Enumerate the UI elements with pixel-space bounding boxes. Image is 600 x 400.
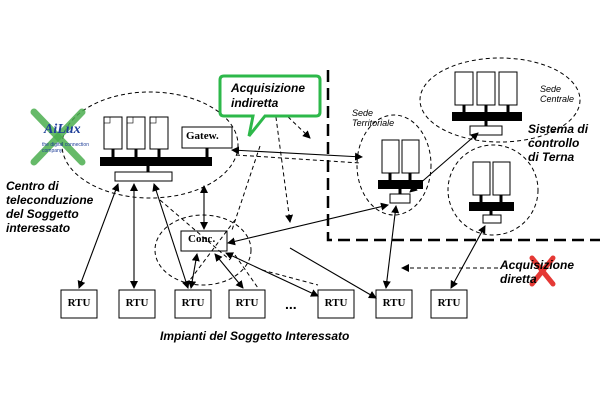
- rtu-label: RTU: [67, 297, 91, 309]
- logo-tagline: the digital connection company: [42, 142, 89, 154]
- centro-label-line1: Centro di: [6, 179, 59, 193]
- sistema-line2: controllo: [528, 136, 580, 150]
- impianti-label: Impianti del Soggetto Interessato: [160, 329, 350, 343]
- callout-bubble: [218, 74, 322, 137]
- rtu-boxes: [60, 289, 468, 319]
- sede-centrale-line1: Sede: [540, 84, 562, 94]
- rtu-label: RTU: [382, 297, 406, 309]
- acquisizione-diretta-line1: Acquisizione: [500, 258, 575, 272]
- acquisizione-indiretta-line2: indiretta: [231, 96, 279, 110]
- sede-centrale-line2: Centrale: [540, 94, 575, 104]
- sede-territoriale-line2: Territoriale: [352, 118, 395, 128]
- rtu-label: RTU: [324, 297, 348, 309]
- logo-name: AiLux: [44, 122, 81, 137]
- sede-territoriale-line1: Sede: [352, 108, 374, 118]
- sede-centrale-ellipse: [419, 57, 581, 143]
- centro-label-line4: interessato: [6, 221, 71, 235]
- gateway-label: Gatew.: [186, 130, 219, 142]
- rtu-label: RTU: [181, 297, 205, 309]
- acquisizione-indiretta-line1: Acquisizione: [231, 81, 306, 95]
- conc-label: Conc.: [188, 233, 216, 245]
- gateway-box: [181, 126, 233, 149]
- sistema-line3: di Terna: [528, 150, 575, 164]
- solid-connections: [77, 132, 486, 299]
- centro-label-line3: del Soggetto: [6, 207, 79, 221]
- acquisizione-diretta-line2: diretta: [500, 272, 537, 286]
- centro-servers: [100, 116, 212, 182]
- rtu-label: RTU: [437, 297, 461, 309]
- rtu-label: RTU: [125, 297, 149, 309]
- red-cross-icon: [529, 255, 556, 287]
- sede-territoriale-servers: [378, 139, 423, 204]
- centro-label-line2: teleconduzione: [6, 193, 94, 207]
- dashed-connections: [159, 109, 498, 289]
- sede-controllo-servers: [469, 161, 514, 224]
- green-cross-icon: [30, 108, 86, 166]
- sede-centrale-servers: [452, 71, 522, 136]
- rtu-label: RTU: [235, 297, 259, 309]
- ellipsis: ...: [285, 296, 297, 312]
- sistema-line1: Sistema di: [528, 122, 589, 136]
